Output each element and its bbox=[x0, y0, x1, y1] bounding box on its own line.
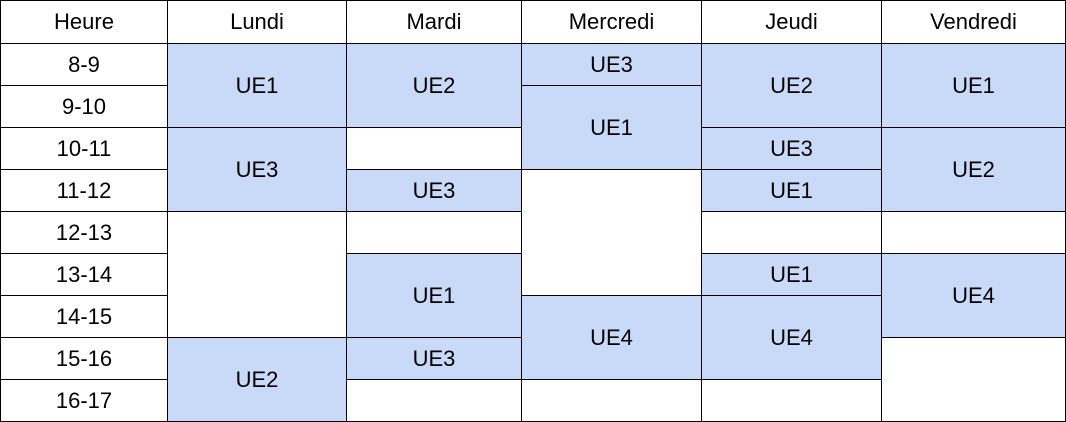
header-mercredi: Mercredi bbox=[521, 0, 702, 44]
hour-cell: 9-10 bbox=[0, 85, 168, 128]
empty-cell bbox=[346, 379, 522, 422]
empty-cell bbox=[167, 211, 347, 338]
hour-cell: 13-14 bbox=[0, 253, 168, 296]
header-row: Heure Lundi Mardi Mercredi Jeudi Vendred… bbox=[0, 0, 1066, 44]
table-row: 16-17 bbox=[0, 379, 1066, 422]
course-cell: UE1 bbox=[881, 43, 1066, 128]
course-cell: UE4 bbox=[881, 253, 1066, 338]
course-cell: UE1 bbox=[701, 253, 882, 296]
course-cell: UE4 bbox=[701, 295, 882, 380]
empty-cell bbox=[701, 379, 882, 422]
header-lundi: Lundi bbox=[167, 0, 347, 44]
table-row: 11-12 UE3 UE1 bbox=[0, 169, 1066, 296]
header-vendredi: Vendredi bbox=[881, 0, 1066, 44]
table-row: 8-9 UE1 UE2 UE3 UE2 UE1 bbox=[0, 43, 1066, 128]
hour-cell: 11-12 bbox=[0, 169, 168, 212]
empty-cell bbox=[881, 211, 1066, 254]
course-cell: UE1 bbox=[701, 169, 882, 212]
course-cell: UE3 bbox=[346, 169, 522, 212]
empty-cell bbox=[521, 169, 702, 296]
table-row: 12-13 bbox=[0, 211, 1066, 338]
hour-cell: 12-13 bbox=[0, 211, 168, 254]
header-heure: Heure bbox=[0, 0, 168, 44]
hour-cell: 16-17 bbox=[0, 379, 168, 422]
hour-cell: 8-9 bbox=[0, 43, 168, 86]
course-cell: UE2 bbox=[881, 127, 1066, 212]
empty-cell bbox=[881, 337, 1066, 422]
course-cell: UE3 bbox=[167, 127, 347, 212]
table-row: 13-14 UE1 UE1 UE4 bbox=[0, 253, 1066, 338]
header-jeudi: Jeudi bbox=[701, 0, 882, 44]
hour-cell: 14-15 bbox=[0, 295, 168, 338]
course-cell: UE3 bbox=[346, 337, 522, 380]
course-cell: UE1 bbox=[521, 85, 702, 170]
course-cell: UE1 bbox=[167, 43, 347, 128]
header-mardi: Mardi bbox=[346, 0, 522, 44]
table-row: 15-16 UE2 UE3 bbox=[0, 337, 1066, 422]
table-row: 9-10 UE1 bbox=[0, 85, 1066, 170]
course-cell: UE2 bbox=[346, 43, 522, 128]
course-cell: UE2 bbox=[167, 337, 347, 422]
course-cell: UE3 bbox=[701, 127, 882, 170]
table-row: 14-15 UE4 UE4 bbox=[0, 295, 1066, 380]
hour-cell: 10-11 bbox=[0, 127, 168, 170]
empty-cell bbox=[521, 379, 702, 422]
empty-cell bbox=[346, 127, 522, 170]
course-cell: UE1 bbox=[346, 253, 522, 338]
empty-cell bbox=[346, 211, 522, 254]
course-cell: UE2 bbox=[701, 43, 882, 128]
course-cell: UE3 bbox=[521, 43, 702, 86]
hour-cell: 15-16 bbox=[0, 337, 168, 380]
empty-cell bbox=[701, 211, 882, 254]
table-row: 10-11 UE3 UE3 UE2 bbox=[0, 127, 1066, 212]
course-cell: UE4 bbox=[521, 295, 702, 380]
